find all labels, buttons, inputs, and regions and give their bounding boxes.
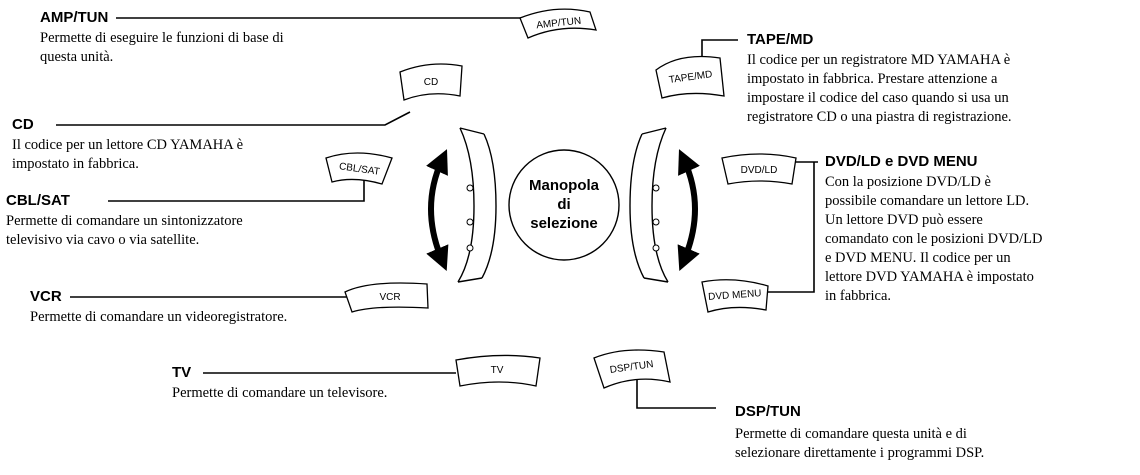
button-cd-text: CD: [424, 77, 438, 88]
cd-desc-line: impostato in fabbrica.: [12, 156, 139, 172]
tape-md-desc-line: impostato in fabbrica. Prestare attenzio…: [747, 71, 998, 87]
button-dsp-tun: DSP/TUN: [593, 349, 671, 389]
cd-description: Il codice per un lettore CD YAMAHA è imp…: [12, 136, 243, 174]
button-cbl-sat: CBL/SAT: [325, 152, 393, 185]
amp-tun-title: AMP/TUN: [40, 9, 109, 26]
right-dial-bracket: [629, 127, 669, 283]
cbl-sat-desc-line: Permette di comandare un sintonizzatore: [6, 213, 243, 229]
cbl-sat-title: CBL/SAT: [6, 192, 70, 209]
dvd-desc-line: comandato con le posizioni DVD/LD: [825, 231, 1043, 247]
tv-description: Permette di comandare un televisore.: [172, 384, 387, 403]
selector-dial: [508, 149, 620, 261]
vcr-desc-line: Permette di comandare un videoregistrato…: [30, 309, 288, 325]
dvd-desc-line: Un lettore DVD può essere: [825, 212, 983, 228]
dvd-description: Con la posizione DVD/LD è possibile coma…: [825, 173, 1042, 306]
dvd-desc-line: Con la posizione DVD/LD è: [825, 174, 991, 190]
button-dvd-ld-text: DVD/LD: [741, 165, 778, 176]
amp-tun-desc-line: questa unità.: [40, 49, 114, 65]
cd-title: CD: [12, 116, 34, 133]
right-rotate-arrow-icon: [677, 149, 700, 272]
left-rotate-arrow-icon: [426, 149, 449, 272]
vcr-description: Permette di comandare un videoregistrato…: [30, 308, 287, 327]
dial-label-line3: selezione: [530, 215, 598, 232]
amp-tun-desc-line: Permette di eseguire le funzioni di base…: [40, 30, 284, 46]
button-amp-tun: AMP/TUN: [519, 8, 597, 39]
right-bracket-dots: [652, 184, 660, 252]
leader-tape-md: [701, 39, 738, 60]
cd-desc-line: Il codice per un lettore CD YAMAHA è: [12, 137, 244, 153]
dvd-title: DVD/LD e DVD MENU: [825, 153, 978, 170]
tv-desc-line: Permette di comandare un televisore.: [172, 385, 388, 401]
left-bracket-dots: [466, 184, 474, 252]
leader-dsp-tun: [636, 375, 716, 409]
dvd-desc-line: possibile comandare un lettore LD.: [825, 193, 1030, 209]
tape-md-desc-line: registratore CD o una piastra di registr…: [747, 109, 1012, 125]
tape-md-description: Il codice per un registratore MD YAMAHA …: [747, 51, 1012, 127]
tv-title: TV: [172, 364, 192, 381]
leader-cd: [56, 111, 411, 126]
tape-md-desc-line: Il codice per un registratore MD YAMAHA …: [747, 52, 1011, 68]
button-dvd-menu: DVD MENU: [701, 279, 769, 313]
amp-tun-description: Permette di eseguire le funzioni di base…: [40, 29, 284, 67]
button-vcr-text: VCR: [379, 292, 400, 303]
button-cd: CD: [399, 63, 463, 101]
button-tape-md: TAPE/MD: [655, 55, 725, 99]
button-tv: TV: [455, 354, 541, 387]
button-dvd-menu-text: DVD MENU: [708, 288, 762, 303]
button-vcr: VCR: [344, 282, 429, 313]
leader-dvd-menu: [768, 162, 815, 293]
dsp-tun-description: Permette di comandare questa unità e di …: [735, 425, 984, 463]
dial-label-line2: di: [557, 196, 570, 213]
dsp-tun-desc-line: selezionare direttamente i programmi DSP…: [735, 445, 985, 461]
vcr-title: VCR: [30, 288, 62, 305]
cbl-sat-description: Permette di comandare un sintonizzatore …: [6, 212, 243, 250]
button-tv-text: TV: [491, 365, 504, 376]
dsp-tun-title: DSP/TUN: [735, 403, 801, 420]
leader-vcr: [70, 291, 359, 298]
leader-lines: [56, 17, 818, 409]
dvd-desc-line: e DVD MENU. Il codice per un: [825, 250, 1011, 266]
leader-cbl-sat: [108, 180, 365, 202]
cbl-sat-desc-line: televisivo via cavo o via satellite.: [6, 232, 200, 248]
dial-label-line1: Manopola: [529, 177, 600, 194]
dvd-desc-line: lettore DVD YAMAHA è impostato: [825, 269, 1034, 285]
button-amp-tun-text: AMP/TUN: [536, 16, 582, 32]
tape-md-desc-line: impostare il codice del caso quando si u…: [747, 90, 1009, 106]
tape-md-title: TAPE/MD: [747, 31, 814, 48]
dvd-desc-line: in fabbrica.: [825, 288, 892, 304]
left-dial-bracket: [457, 127, 497, 283]
dsp-tun-desc-line: Permette di comandare questa unità e di: [735, 426, 967, 442]
button-dvd-ld: DVD/LD: [721, 153, 797, 185]
